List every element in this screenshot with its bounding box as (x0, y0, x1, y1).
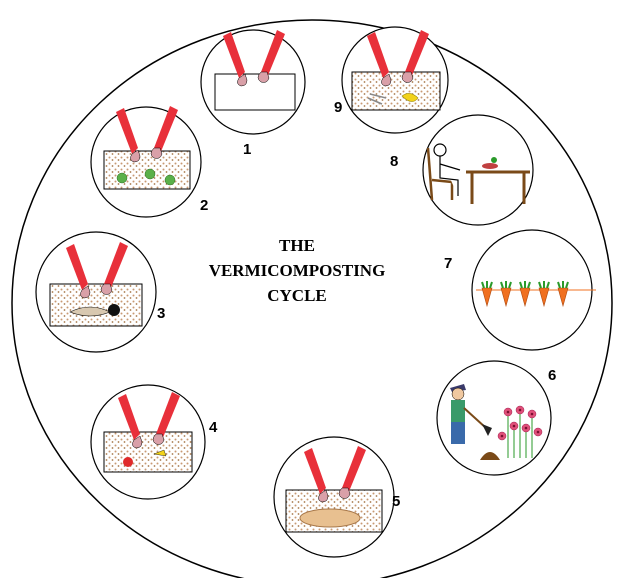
step-2-greens (116, 168, 176, 186)
step-9-number: 9 (334, 99, 342, 116)
step-1-number: 1 (243, 141, 251, 158)
step-8-food (482, 157, 498, 169)
step-9-bin (351, 71, 441, 111)
step-5-number: 5 (392, 493, 400, 510)
title-line-3: CYCLE (267, 286, 327, 305)
step-9: 9 (334, 26, 449, 134)
step-9-leftover-peel (401, 93, 419, 102)
step-8-circle (422, 114, 534, 226)
diagram-title: THE VERMICOMPOSTING CYCLE (209, 236, 386, 305)
title-line-1: THE (279, 236, 315, 255)
step-5: 5 (273, 436, 400, 558)
step-3-worm-ball (108, 304, 120, 316)
step-6: 6 (436, 360, 556, 476)
step-2-bin (103, 150, 191, 190)
step-9-scraps (367, 93, 387, 105)
title-line-2: VERMICOMPOSTING (209, 261, 386, 280)
step-4-food-scrap (153, 449, 167, 457)
step-4-food-scrap (123, 457, 133, 467)
step-1-bin (214, 73, 296, 111)
step-6-number: 6 (548, 367, 556, 384)
step-8: 8 (390, 114, 534, 226)
step-1-circle (200, 29, 306, 135)
step-8-person (433, 143, 461, 196)
step-6-shovel-blade (482, 424, 492, 436)
step-3-bin (49, 283, 143, 327)
outer-cycle-ring (11, 19, 613, 578)
step-6-compost-pile (480, 452, 500, 460)
step-2-number: 2 (200, 197, 208, 214)
step-8-table (466, 170, 530, 204)
step-4: 4 (90, 384, 218, 500)
step-2: 2 (90, 105, 208, 218)
step-8-number: 8 (390, 153, 398, 170)
step-6-flowers (497, 405, 543, 458)
step-7-number: 7 (444, 255, 452, 272)
step-6-gardener (450, 384, 466, 444)
step-3: 3 (35, 231, 165, 353)
step-3-number: 3 (157, 305, 165, 322)
step-4-bin (103, 431, 193, 473)
step-4-number: 4 (209, 419, 218, 436)
step-7: 7 (444, 229, 596, 351)
step-5-worm-pile (299, 508, 361, 528)
step-1: 1 (200, 29, 306, 158)
